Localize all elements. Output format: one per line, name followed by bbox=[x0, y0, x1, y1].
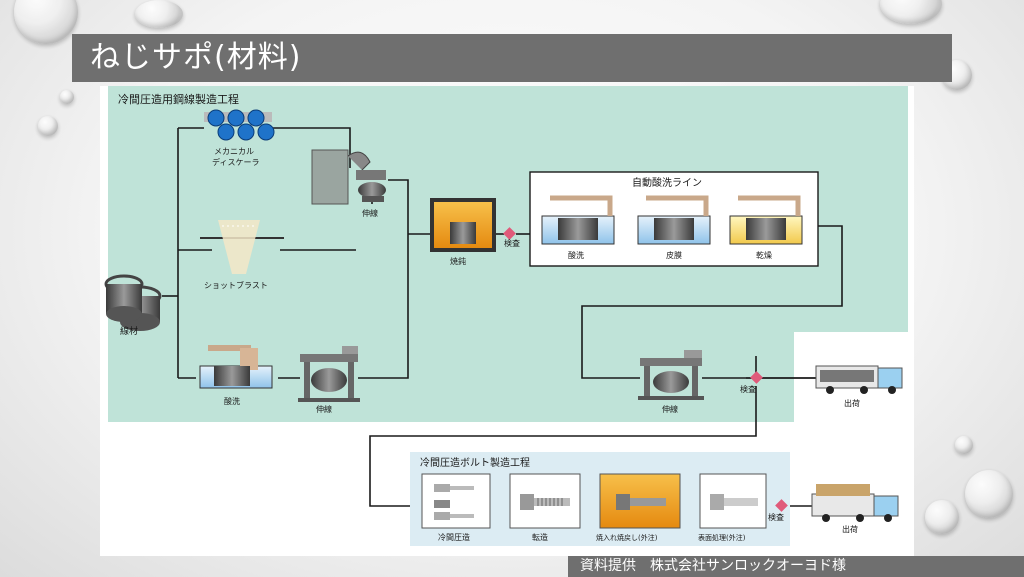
water-drop-decoration bbox=[925, 500, 959, 534]
label-inspection-3: 検査 bbox=[768, 512, 784, 522]
coating-stage-icon bbox=[637, 195, 711, 245]
pickling-stage-icon bbox=[541, 195, 615, 245]
quench-temper-icon bbox=[599, 473, 681, 529]
label-annealing: 焼鈍 bbox=[450, 256, 466, 266]
section-title-bolt: 冷間圧造ボルト製造工程 bbox=[420, 456, 530, 469]
page-title: ねじサポ(材料) bbox=[72, 34, 952, 82]
section-title-wire: 冷間圧造用鋼線製造工程 bbox=[118, 92, 239, 106]
process-flow-svg: 冷間圧造用鋼線製造工程 線材 bbox=[104, 86, 908, 546]
drawing-machine-upper-icon bbox=[311, 149, 386, 205]
label-cold-heading: 冷間圧造 bbox=[438, 532, 470, 542]
label-inspection-2: 検査 bbox=[740, 384, 756, 394]
water-drop-decoration bbox=[14, 0, 78, 44]
credit-footer: 資料提供 株式会社サンロックオーヨド様 bbox=[568, 556, 1024, 577]
label-mechanical-descaler-2: ディスケーラ bbox=[212, 157, 259, 167]
process-diagram: 冷間圧造用鋼線製造工程 線材 bbox=[100, 86, 914, 556]
label-auto-pickling-line: 自動酸洗ライン bbox=[632, 176, 702, 189]
label-wire-rod: 線材 bbox=[120, 325, 138, 337]
label-drying-stage: 乾燥 bbox=[756, 250, 772, 260]
label-surface-treatment: 表面処理(外注) bbox=[698, 533, 746, 542]
label-shipping-1: 出荷 bbox=[844, 398, 860, 408]
shipping-truck-icon bbox=[811, 484, 899, 522]
water-drop-decoration bbox=[955, 436, 973, 454]
annealing-furnace-icon bbox=[430, 198, 496, 252]
drawing-machine-lower-icon bbox=[298, 346, 360, 402]
drying-stage-icon bbox=[729, 195, 803, 245]
pickling-tank-icon bbox=[199, 345, 273, 389]
label-pickling-lower: 酸洗 bbox=[224, 396, 240, 406]
surface-treatment-icon bbox=[699, 473, 767, 529]
shipping-truck-icon bbox=[815, 365, 903, 394]
water-drop-decoration bbox=[135, 0, 183, 28]
water-drop-decoration bbox=[60, 90, 74, 104]
water-drop-decoration bbox=[880, 0, 942, 24]
mechanical-descaler-icon bbox=[204, 109, 275, 141]
shot-blast-icon bbox=[200, 220, 284, 274]
label-pickling-stage: 酸洗 bbox=[568, 250, 584, 260]
water-drop-decoration bbox=[965, 470, 1013, 518]
label-quench-temper: 焼入れ焼戻し(外注) bbox=[596, 533, 658, 542]
water-drop-decoration bbox=[38, 116, 58, 136]
wire-process-panel bbox=[108, 86, 908, 422]
cold-heading-icon bbox=[421, 473, 491, 529]
wire-rod-coils-icon bbox=[104, 274, 162, 331]
label-drawing-upper: 伸線 bbox=[362, 208, 378, 218]
label-coating-stage: 皮膜 bbox=[666, 250, 682, 260]
label-finish-drawing: 伸線 bbox=[662, 404, 678, 414]
label-thread-rolling: 転造 bbox=[532, 532, 548, 542]
label-inspection-1: 検査 bbox=[504, 238, 520, 248]
label-drawing-lower: 伸線 bbox=[316, 404, 332, 414]
finish-drawing-machine-icon bbox=[638, 350, 704, 400]
label-mechanical-descaler-1: メカニカル bbox=[214, 147, 254, 156]
thread-rolling-icon bbox=[509, 473, 581, 529]
label-shot-blast: ショットブラスト bbox=[204, 280, 268, 290]
label-shipping-2: 出荷 bbox=[842, 524, 858, 534]
